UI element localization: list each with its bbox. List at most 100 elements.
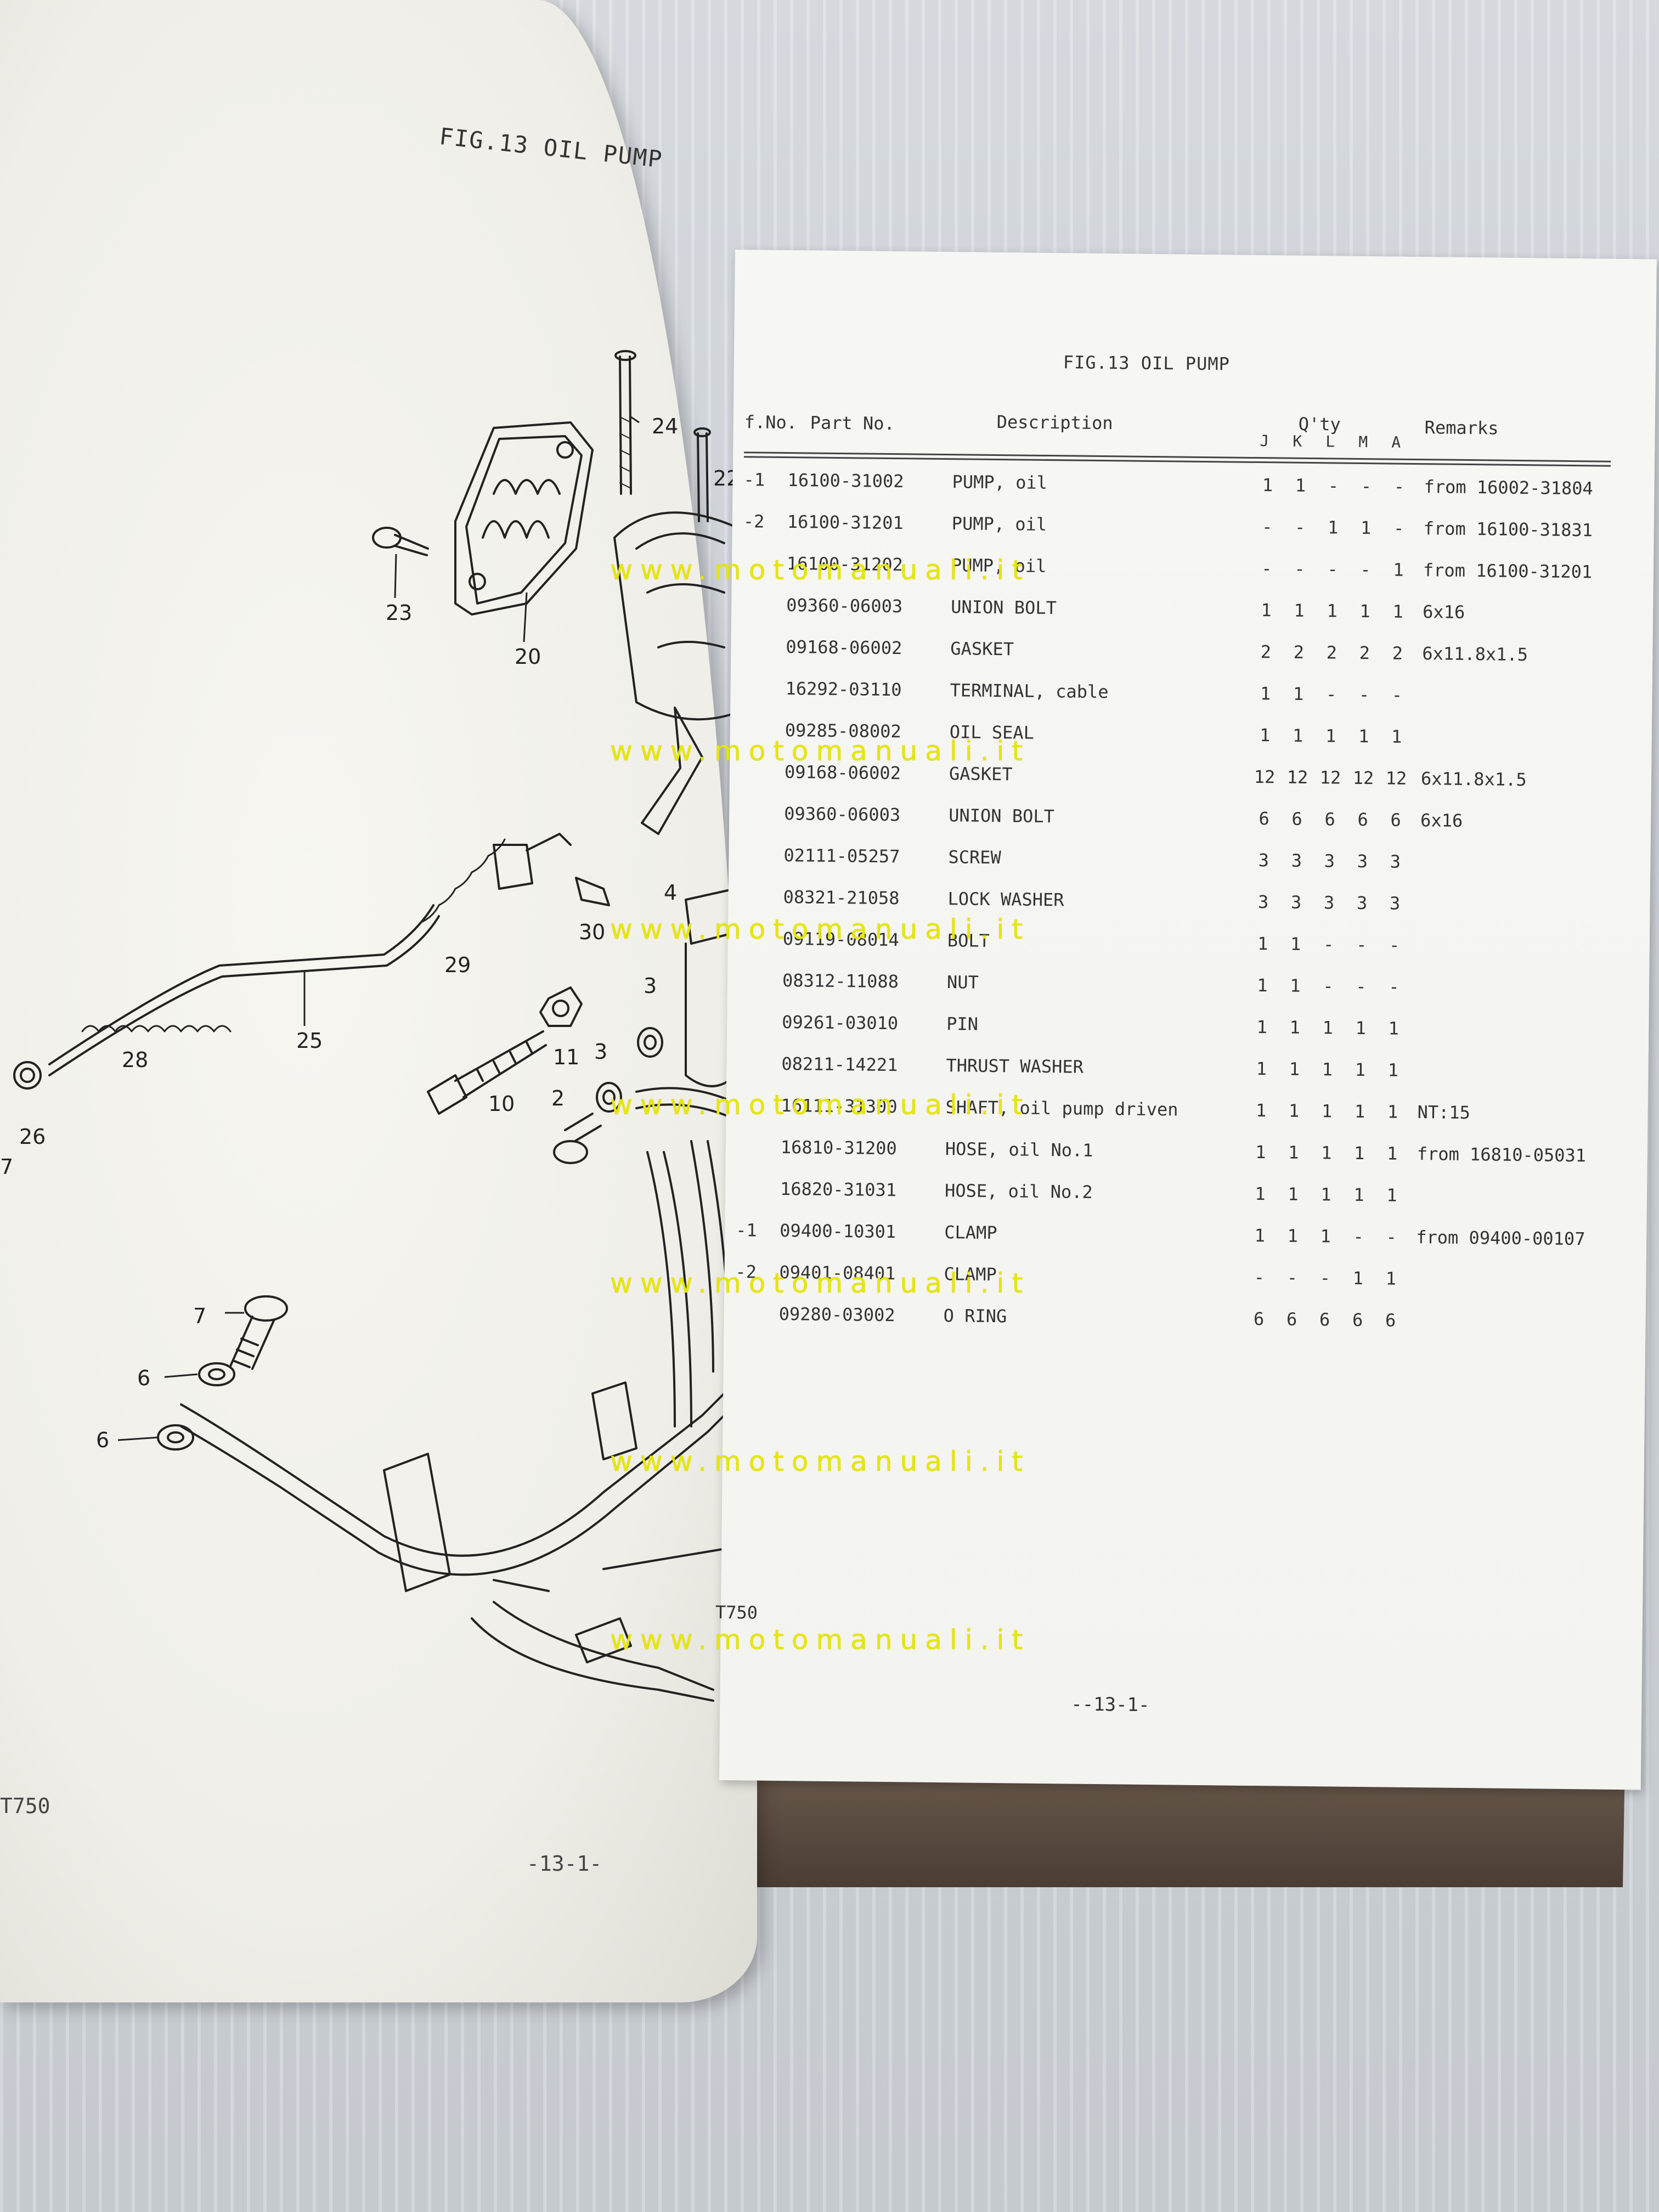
header-qty-a: A (1391, 433, 1401, 452)
cell-qty: 1 (1288, 1142, 1299, 1163)
cell-part-no: 09261-03010 (782, 1011, 899, 1034)
callout-26: 26 (19, 1125, 46, 1149)
cell-qty: 12 (1385, 768, 1407, 789)
left-page-model: T750 (0, 1794, 50, 1818)
callout-28: 28 (122, 1048, 148, 1072)
cell-qty: - (1325, 684, 1337, 705)
cell-qty: - (1389, 976, 1400, 997)
cell-qty: - (1391, 684, 1403, 706)
cell-qty: 1 (1360, 517, 1372, 539)
cell-qty: 1 (1391, 726, 1402, 747)
cell-description: TERMINAL, cable (950, 680, 1109, 703)
cell-qty: 1 (1289, 1058, 1300, 1080)
cell-qty: 1 (1255, 1183, 1266, 1205)
cell-part-no: 09280-03002 (778, 1303, 895, 1326)
cell-qty: 1 (1288, 1100, 1300, 1121)
cell-qty: - (1360, 558, 1371, 580)
cell-qty: 3 (1258, 850, 1269, 871)
right-page-model: T750 (715, 1601, 758, 1623)
cell-part-no: 02111-05257 (783, 844, 900, 867)
cell-qty: - (1327, 558, 1338, 580)
cell-qty: 1 (1254, 1225, 1266, 1246)
cell-qty: - (1356, 934, 1367, 956)
cell-remarks: from 16002-31804 (1424, 476, 1593, 499)
cell-qty: 3 (1291, 850, 1302, 871)
cell-qty: 12 (1352, 767, 1374, 789)
cell-qty: - (1294, 558, 1305, 579)
cell-qty: 1 (1262, 475, 1273, 496)
cell-qty: 1 (1352, 1267, 1364, 1289)
cell-remarks: 6x11.8x1.5 (1420, 768, 1527, 791)
cell-qty: - (1323, 934, 1334, 955)
cell-qty: 1 (1255, 1100, 1267, 1121)
cell-qty: 2 (1392, 642, 1403, 664)
callout-24: 24 (652, 414, 678, 438)
cell-part-no: 09360-06003 (786, 595, 903, 617)
callout-7: 7 (193, 1304, 206, 1328)
watermark-2: www.motomanuali.it (610, 735, 1031, 767)
callout-11: 11 (553, 1045, 579, 1069)
cell-description: GASKET (950, 638, 1014, 660)
callout-3-upper: 3 (644, 974, 657, 998)
cell-description: SCREW (948, 847, 1001, 868)
cell-description: O RING (943, 1305, 1007, 1327)
cell-description: HOSE, oil No.1 (945, 1138, 1093, 1161)
cell-qty: 3 (1324, 850, 1335, 872)
cell-qty: - (1393, 517, 1404, 539)
cell-ref-no: -1 (743, 469, 765, 490)
cell-qty: 1 (1387, 1101, 1398, 1122)
watermark-4: www.motomanuali.it (610, 1089, 1031, 1121)
cell-qty: 3 (1357, 850, 1368, 872)
callout-10: 10 (488, 1092, 515, 1116)
cell-qty: - (1323, 975, 1334, 997)
cell-remarks: from 16100-31201 (1423, 560, 1593, 583)
callout-6-upper: 6 (137, 1366, 150, 1390)
cell-qty: 1 (1256, 1058, 1267, 1080)
header-description: Description (996, 411, 1113, 434)
cell-qty: 3 (1257, 891, 1269, 913)
cell-qty: - (1389, 934, 1400, 956)
header-ref-no: f.No. (744, 411, 798, 433)
header-qty-m: M (1358, 432, 1368, 452)
cell-qty: 1 (1257, 975, 1268, 996)
cell-qty: - (1358, 684, 1370, 706)
cell-remarks: 6x11.8x1.5 (1422, 643, 1528, 665)
cell-qty: 1 (1388, 1018, 1400, 1039)
cell-qty: 1 (1295, 475, 1306, 496)
cell-remarks: NT:15 (1417, 1102, 1471, 1124)
callout-30: 30 (579, 920, 605, 944)
cell-qty: - (1386, 1226, 1397, 1248)
cell-qty: 1 (1287, 1225, 1299, 1246)
cell-qty: 6 (1390, 809, 1402, 831)
cell-qty: 1 (1355, 1059, 1366, 1081)
cell-qty: 1 (1256, 1017, 1268, 1038)
cell-part-no: 16100-31002 (787, 470, 904, 492)
cell-part-no: 09400-10301 (780, 1220, 896, 1243)
cell-qty: 1 (1393, 559, 1404, 580)
cell-qty: 1 (1322, 1017, 1334, 1039)
cell-qty: 1 (1353, 1184, 1364, 1206)
cell-qty: 1 (1322, 1059, 1333, 1080)
cell-qty: 3 (1323, 892, 1335, 913)
cell-qty: - (1286, 1267, 1298, 1288)
cell-qty: 1 (1290, 933, 1301, 955)
cell-description: LOCK WASHER (947, 888, 1064, 911)
cell-qty: - (1393, 476, 1405, 497)
cell-qty: - (1361, 475, 1372, 497)
cell-qty: 1 (1290, 975, 1301, 996)
cell-qty: 3 (1389, 893, 1401, 914)
watermark-7: www.motomanuali.it (610, 1624, 1031, 1656)
header-qty: Q'ty (1298, 413, 1341, 435)
left-page-number: -13-1- (527, 1852, 602, 1876)
cell-description: UNION BOLT (951, 596, 1057, 619)
cell-qty: - (1261, 516, 1273, 538)
cell-qty: - (1261, 558, 1272, 579)
cell-part-no: 09360-06003 (784, 803, 901, 826)
cell-remarks: 6x16 (1420, 810, 1463, 831)
right-page: FIG.13 OIL PUMP f.No. Part No. Descripti… (715, 250, 1657, 1790)
